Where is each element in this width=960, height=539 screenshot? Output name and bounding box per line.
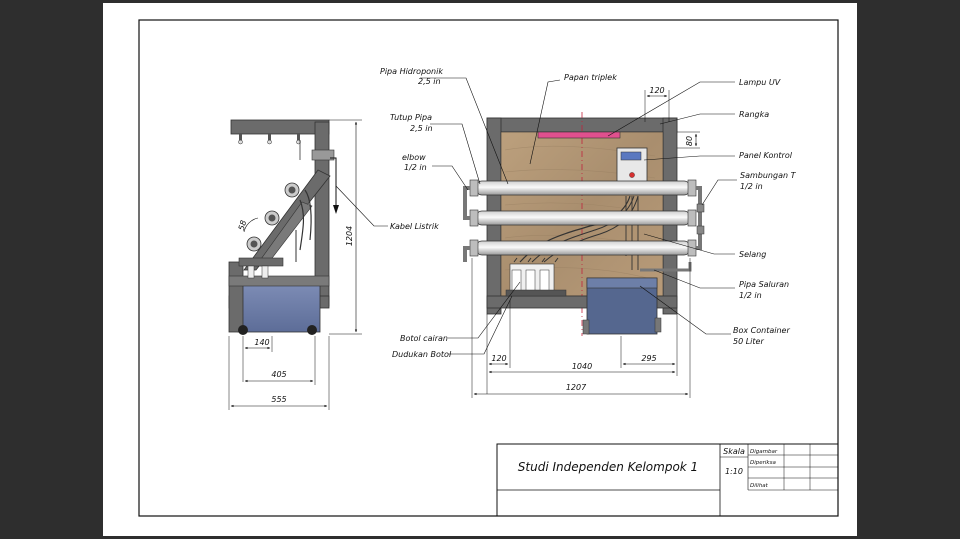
dim-front-1040: 1040 xyxy=(572,362,592,371)
label-panel-kontrol: Panel Kontrol xyxy=(739,151,793,160)
label-pipa-saluran: Pipa Saluran xyxy=(739,280,789,289)
label-kabel-listrik: Kabel Listrik xyxy=(390,222,439,231)
label-selang: Selang xyxy=(739,250,766,259)
side-dimensions: 1204 58 140 405 555 xyxy=(228,119,362,410)
dim-side-555: 555 xyxy=(271,395,286,404)
label-pipa-hidroponik-size: 2,5 in xyxy=(418,77,441,86)
side-view xyxy=(228,119,339,335)
label-pipa-saluran-size: 1/2 in xyxy=(739,291,762,300)
front-dimensions: 120 80 120 295 1040 1207 xyxy=(471,86,700,398)
label-tutup-pipa-size: 2,5 in xyxy=(410,124,433,133)
title-block-dilihat: Dilihat xyxy=(750,483,769,489)
dim-front-80: 80 xyxy=(685,136,694,146)
label-papan-triplek: Papan triplek xyxy=(564,73,617,82)
label-dudukan-botol: Dudukan Botol xyxy=(392,350,452,359)
title-block-title: Studi Independen Kelompok 1 xyxy=(518,460,698,474)
dim-front-120-top: 120 xyxy=(649,86,664,95)
label-pipa-hidroponik: Pipa Hidroponik xyxy=(380,67,443,76)
label-rangka: Rangka xyxy=(739,110,769,119)
label-box-container: Box Container xyxy=(733,326,790,335)
label-sambungan-t: Sambungan T xyxy=(740,171,797,180)
dim-front-120-bottom: 120 xyxy=(491,354,506,363)
label-lampu-uv: Lampu UV xyxy=(739,78,781,87)
label-botol-cairan: Botol cairan xyxy=(400,334,448,343)
title-block-diperiksa: Diperiksa xyxy=(750,460,776,466)
title-block-skala-label: Skala xyxy=(723,447,745,456)
dim-side-140: 140 xyxy=(254,338,269,347)
callouts xyxy=(335,77,737,355)
label-elbow: elbow xyxy=(402,153,426,162)
dim-front-1207: 1207 xyxy=(566,383,587,392)
title-block-digambar: Digambar xyxy=(750,449,778,455)
dim-side-angle: 58 xyxy=(237,219,248,231)
front-view xyxy=(463,112,705,336)
dim-side-height: 1204 xyxy=(345,226,354,246)
callout-labels: Pipa Hidroponik 2,5 in Papan triplek Lam… xyxy=(380,67,797,359)
dim-side-405: 405 xyxy=(271,370,286,379)
label-sambungan-t-size: 1/2 in xyxy=(740,182,763,191)
label-tutup-pipa: Tutup Pipa xyxy=(390,113,432,122)
label-box-container-size: 50 Liter xyxy=(733,337,764,346)
dim-front-295: 295 xyxy=(641,354,656,363)
drawing-border xyxy=(138,19,839,517)
label-elbow-size: 1/2 in xyxy=(404,163,427,172)
title-block-skala-value: 1:10 xyxy=(725,467,743,476)
title-block xyxy=(496,443,839,517)
